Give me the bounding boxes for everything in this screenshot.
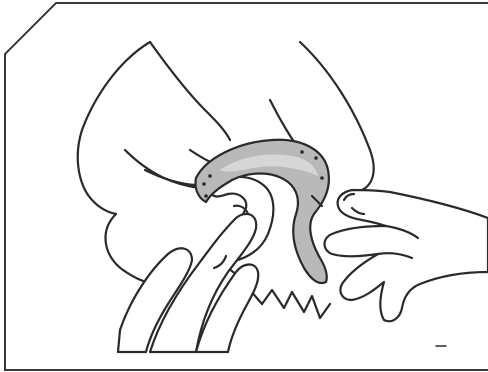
hair-top — [150, 42, 230, 140]
hearing-aid-dot-6 — [320, 176, 324, 180]
hearing-aid-dot-3 — [204, 194, 208, 198]
hair-strand-1 — [125, 150, 200, 188]
right-hand — [325, 190, 488, 321]
hearing-aid-dot-4 — [300, 150, 304, 154]
hearing-aid-dot-1 — [202, 182, 206, 186]
left-hand — [118, 214, 258, 352]
hearing-aid-dot-5 — [314, 156, 318, 160]
face-cheek — [105, 214, 146, 282]
hair-outline — [78, 42, 150, 214]
hearing-aid-dot-2 — [208, 174, 212, 178]
